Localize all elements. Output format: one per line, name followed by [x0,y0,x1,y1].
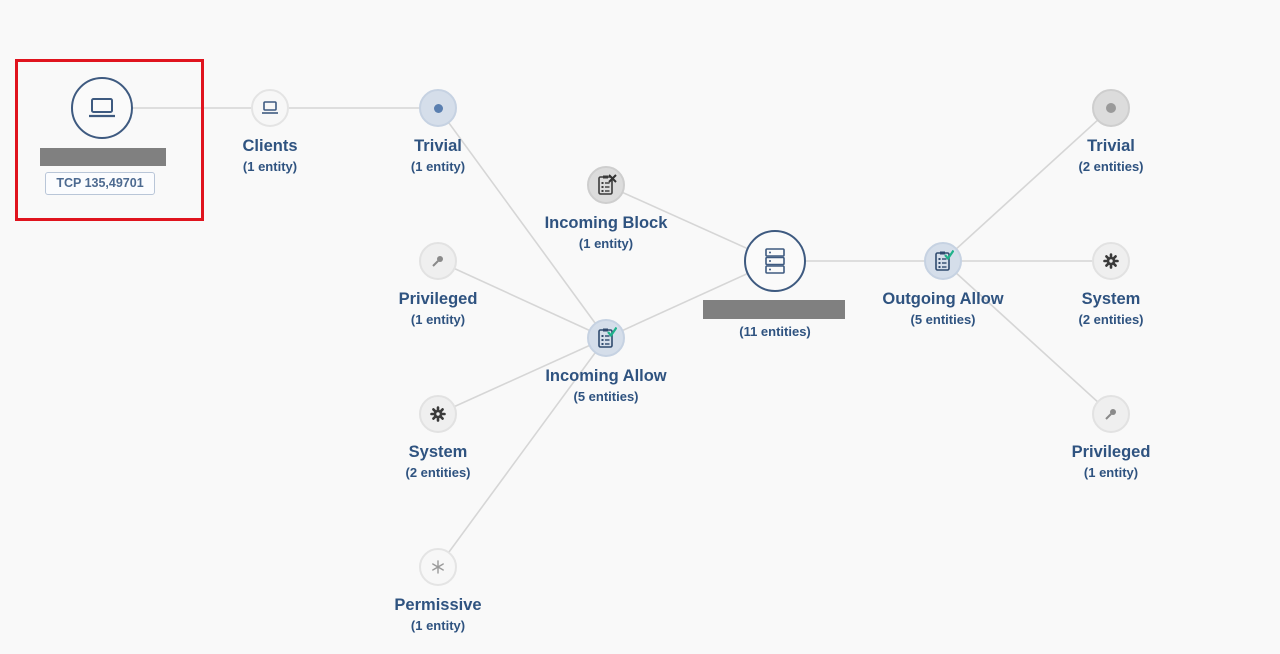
left-privileged-count: (1 entity) [410,312,466,327]
left-system-label: System [408,443,468,461]
edge-system-incoming-allow [437,337,607,415]
edge-outgoing-allow-privileged [942,260,1112,415]
clients-circle[interactable] [251,89,289,127]
server-icon [765,248,785,274]
left-privileged-circle[interactable] [419,242,457,280]
checklist-allowed-icon [598,327,617,348]
left-trivial-label: Trivial [414,137,462,155]
center-server-circle[interactable] [744,230,806,292]
incoming-allow-label: Incoming Allow [545,367,667,385]
incoming-block-count: (1 entity) [578,236,634,251]
edge-privileged-incoming-allow [437,260,607,339]
right-privileged-count: (1 entity) [1083,465,1139,480]
left-permissive-circle[interactable] [419,548,457,586]
incoming-allow-count: (5 entities) [573,389,639,404]
incoming-allow-circle[interactable] [587,319,625,357]
edge-trivial-incoming-allow [437,107,607,339]
right-system-label: System [1081,290,1141,308]
asterisk-icon [432,560,444,574]
incoming-block-label: Incoming Block [544,214,668,232]
source-circle[interactable] [71,77,133,139]
outgoing-allow-label: Outgoing Allow [882,290,1004,308]
port-badge[interactable]: TCP 135,49701 [45,172,155,195]
redacted-source-name [40,148,166,166]
right-trivial-count: (2 entities) [1078,159,1144,174]
left-privileged-label: Privileged [398,290,478,308]
laptop-icon [262,101,278,114]
left-trivial-count: (1 entity) [410,159,466,174]
edge-outgoing-allow-trivial [942,107,1112,262]
right-trivial-label: Trivial [1087,137,1135,155]
outgoing-allow-count: (5 entities) [910,312,976,327]
right-trivial-circle[interactable] [1092,89,1130,127]
right-system-circle[interactable] [1092,242,1130,280]
checklist-blocked-icon [598,174,617,195]
left-trivial-circle[interactable] [419,89,457,127]
right-system-count: (2 entities) [1078,312,1144,327]
key-icon [432,256,443,267]
clients-label: Clients [242,137,298,155]
outgoing-allow-circle[interactable] [924,242,962,280]
gear-icon [1103,253,1119,269]
left-permissive-count: (1 entity) [410,618,466,633]
left-system-count: (2 entities) [405,465,471,480]
dot-icon [1106,103,1116,113]
gear-icon [430,406,446,422]
redacted-server-name [703,300,845,319]
left-system-circle[interactable] [419,395,457,433]
clients-count: (1 entity) [242,159,298,174]
dot-icon [433,103,443,113]
edge-permissive-incoming-allow [437,337,607,568]
laptop-icon [89,98,115,118]
source-highlight-frame [15,59,204,221]
right-privileged-circle[interactable] [1092,395,1130,433]
checklist-allowed-icon [935,250,954,271]
center-server-count: (11 entities) [739,324,811,339]
right-privileged-label: Privileged [1071,443,1151,461]
left-permissive-label: Permissive [394,596,482,614]
incoming-block-circle[interactable] [587,166,625,204]
key-icon [1105,409,1116,420]
